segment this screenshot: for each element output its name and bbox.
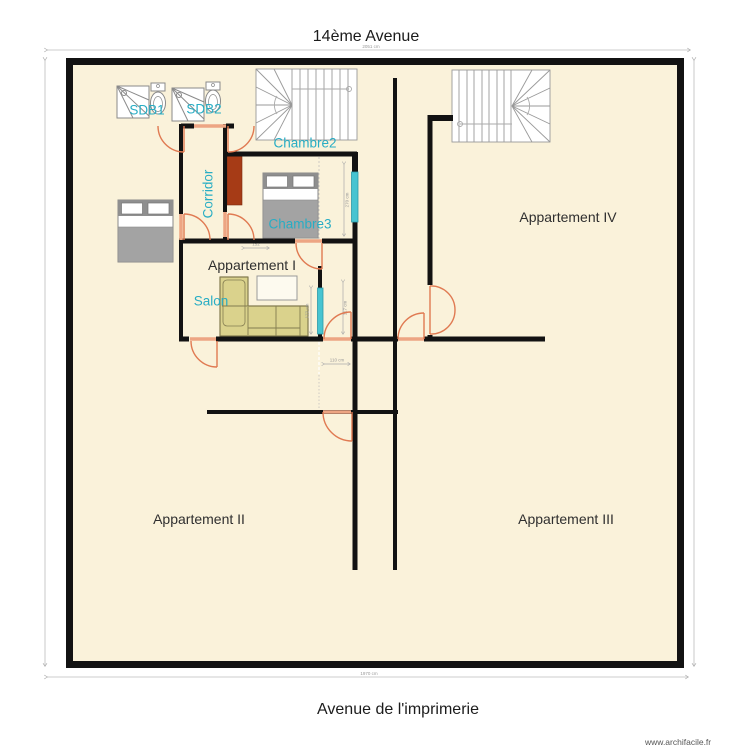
label-corridor: Corridor — [200, 169, 216, 219]
label-appartement-2: Appartement II — [153, 511, 245, 527]
windows — [317, 171, 359, 335]
label-sdb1: SDB1 — [129, 102, 165, 118]
door-sdb2 — [227, 125, 255, 153]
sofa — [219, 276, 309, 337]
door-openings — [179, 124, 424, 414]
door-chambre3-salon — [295, 242, 323, 270]
interior-walls — [179, 78, 545, 570]
door-sdb1 — [157, 125, 185, 153]
label-chambre3: Chambre3 — [268, 216, 332, 232]
window-salon — [317, 287, 324, 335]
staircase-right — [451, 69, 551, 143]
label-salon: Salon — [193, 293, 229, 309]
label-appartement-1: Appartement I — [208, 257, 296, 273]
dim-label-wall-segment: 152 — [252, 242, 260, 247]
door-salon-south — [190, 340, 218, 368]
shower-1 — [116, 85, 150, 119]
label-sdb2: SDB2 — [186, 101, 222, 117]
label-appartement-3: Appartement III — [518, 511, 614, 527]
label-chambre2: Chambre2 — [273, 135, 337, 151]
dim-label-top-width: 2051 cm — [362, 44, 380, 49]
outer-wall — [66, 58, 684, 668]
doors — [157, 125, 456, 442]
double-door-appartement4 — [429, 285, 456, 335]
bed-chambre3 — [262, 172, 319, 239]
bed-left-room — [117, 199, 174, 263]
watermark: www.archifacile.fr — [645, 737, 712, 747]
coffee-table — [256, 275, 298, 301]
dim-label-salon-window: 172 cm — [305, 303, 310, 318]
door-appartement4-south — [397, 312, 425, 340]
toilet-2 — [205, 81, 221, 113]
window-chambre3 — [351, 171, 359, 223]
dim-label-chambre3: 270 cm — [345, 192, 350, 207]
street-label-top: 14ème Avenue — [312, 28, 420, 45]
label-appartement-4: Appartement IV — [519, 209, 617, 225]
inside-dimension-lines — [241, 157, 351, 411]
door-corridor-chambre3 — [227, 213, 255, 241]
door-hall — [322, 411, 353, 442]
toilet-1 — [150, 82, 166, 115]
street-label-bottom: Avenue de l'imprimerie — [317, 701, 479, 718]
floor-area — [66, 58, 684, 668]
dim-label-shaft: 117 cm — [343, 301, 348, 316]
wardrobe — [226, 153, 243, 206]
dim-label-hall: 110 cm — [330, 358, 345, 363]
staircase-left — [255, 68, 358, 141]
outside-dimension-lines — [42, 47, 697, 680]
shower-2 — [171, 87, 205, 122]
door-shaft — [323, 311, 352, 340]
door-corridor-left — [183, 213, 211, 241]
dim-label-bottom-width: 1970 cm — [360, 671, 378, 676]
